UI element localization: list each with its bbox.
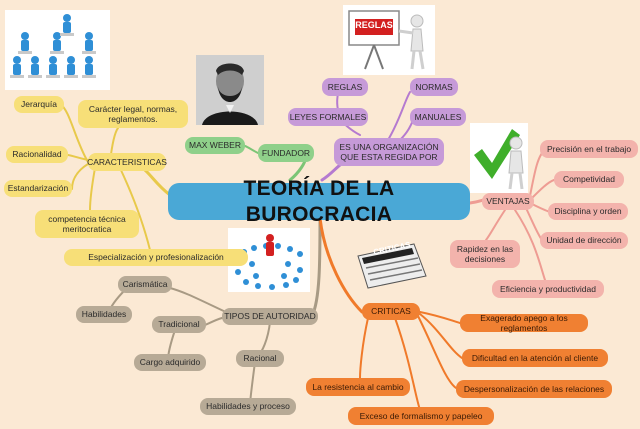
habilidades-proceso-node: Habilidades y proceso [200, 398, 296, 415]
definicion-node: ES UNA ORGANIZACIÓN QUE ESTA REGIDA POR [334, 138, 444, 166]
manuales-node: MANUALES [410, 108, 466, 126]
link-normas [387, 91, 411, 141]
link-eficiencia [514, 209, 546, 281]
link-exceso [394, 317, 421, 411]
resistencia-cambio-node: La resistencia al cambio [306, 378, 410, 396]
competividad-node: Competividad [554, 171, 624, 188]
disciplina-node: Disciplina y orden [548, 203, 628, 220]
max-weber-portrait-image [196, 55, 264, 125]
check-mark-image [470, 123, 528, 193]
cargo-adquirido-node: Cargo adquirido [134, 354, 206, 371]
especializacion-node: Especialización y profesionalización [64, 249, 248, 266]
link-resistencia [359, 317, 369, 379]
habilidades-node: Habilidades [76, 306, 132, 323]
link-tipos [310, 216, 322, 318]
criticas-node: CRITICAS [362, 303, 420, 320]
racionalidad-node: Racionalidad [6, 146, 68, 163]
link-dificultad [419, 313, 463, 359]
rapidez-node: Rapidez en las decisiones [450, 240, 520, 268]
link-despersonalizacion [417, 315, 457, 389]
normas-node: NORMAS [410, 78, 458, 96]
link-criticas [318, 216, 364, 314]
reglas-sign-image: REGLAS [343, 5, 435, 75]
competencia-node: competencia técnica meritocratica [35, 210, 139, 238]
caracter-legal-node: Carácter legal, normas, reglamentos. [78, 100, 188, 128]
link-estandarizacion [71, 163, 89, 190]
caracteristicas-node: CARACTERISTICAS [87, 153, 167, 171]
reglas-node: REGLAS [322, 78, 368, 96]
dificultad-atencion-node: Dificultad en la atención al cliente [462, 349, 608, 367]
link-tradicional [204, 317, 223, 326]
tipos-autoridad-node: TIPOS DE AUTORIDAD [222, 308, 318, 325]
fundador-node: FUNDADOR [258, 144, 314, 162]
despersonalizacion-node: Despersonalización de las relaciones [456, 380, 612, 398]
eficiencia-node: Eficiencia y productividad [492, 280, 604, 298]
unidad-direccion-node: Unidad de dirección [540, 232, 628, 249]
link-definicion [320, 163, 342, 182]
exceso-formalismo-node: Exceso de formalismo y papeleo [348, 407, 494, 425]
link-carismatica [169, 287, 231, 315]
leyes-formales-node: LEYES FORMALES [288, 108, 368, 126]
reglas-sign-text: REGLAS [355, 20, 393, 30]
carismatica-node: Carismática [118, 276, 172, 293]
tradicional-node: Tradicional [152, 316, 206, 333]
jerarquia-node: Jerarquía [14, 96, 64, 113]
ventajas-node: VENTAJAS [482, 193, 534, 210]
link-racionalidad [67, 154, 89, 161]
exagerado-apego-node: Exagerado apego a los reglamentos [460, 313, 588, 333]
link-max-weber [244, 145, 259, 154]
link-competencia [89, 167, 96, 211]
max-weber-node: MAX WEBER [185, 137, 245, 154]
hierarchy-org-chart-image [5, 10, 110, 90]
link-rapidez [485, 209, 506, 241]
criticas-newspaper-image: CRITICAS [352, 236, 432, 292]
precision-node: Precisión en el trabajo [540, 140, 638, 158]
central-topic: TEORÍA DE LA BUROCRACIA [168, 177, 470, 226]
racional-node: Racional [236, 350, 284, 367]
estandarizacion-node: Estandarización [4, 180, 72, 197]
link-competividad [531, 179, 555, 199]
link-exagerado [419, 311, 461, 324]
